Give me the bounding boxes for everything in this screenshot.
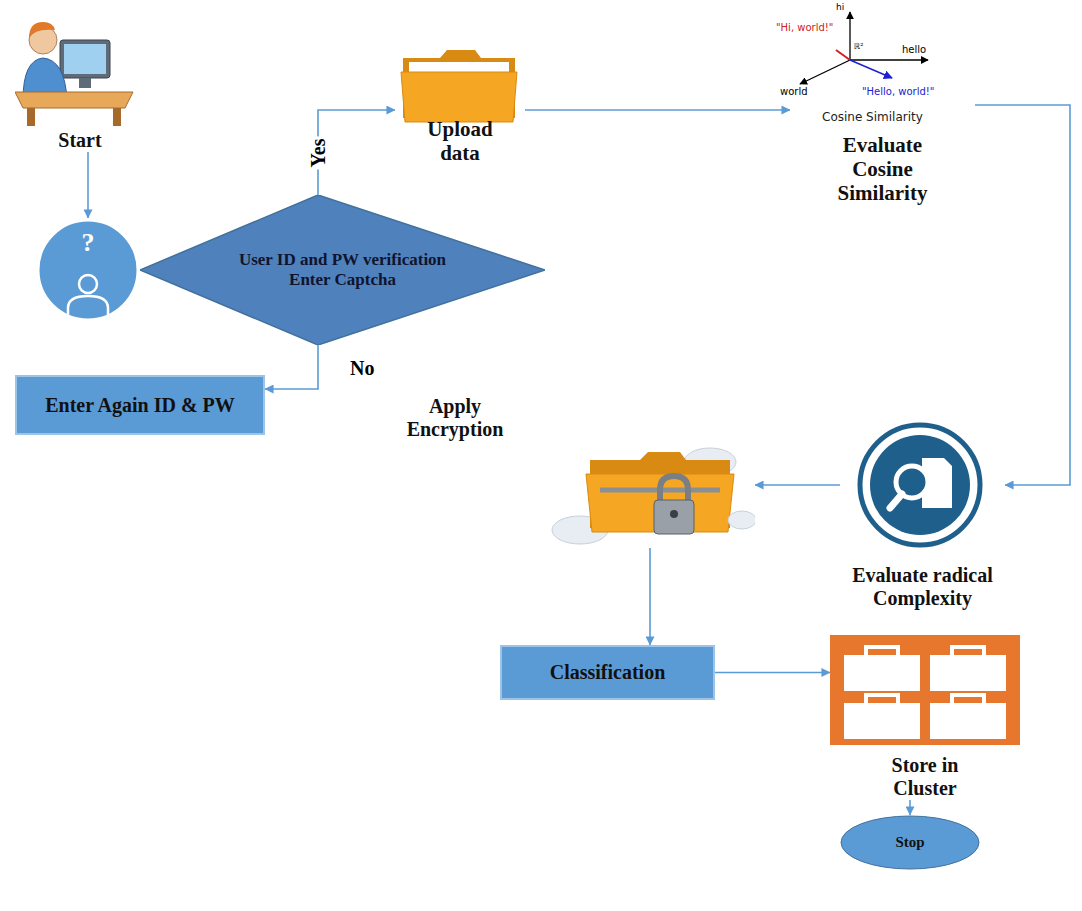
node-text: Upload data <box>420 117 500 165</box>
encrypted-folder-icon <box>395 395 755 548</box>
vector-label: Cosine Similarity <box>822 110 923 124</box>
decision-diamond: User ID and PW verification Enter Captch… <box>140 195 545 345</box>
vector-label: hello <box>902 44 926 55</box>
node-text: Evaluate Cosine Similarity <box>828 133 938 205</box>
vector-label: ℝ² <box>854 42 864 51</box>
node-text: Stop <box>850 834 970 851</box>
vector-label: hi <box>836 2 844 12</box>
flow-arrow <box>975 105 1070 485</box>
node-text: Store in Cluster <box>880 754 970 800</box>
process-box: Classification <box>500 645 715 700</box>
flow-arrow <box>909 800 911 815</box>
flow-arrow <box>318 110 395 195</box>
vector-label: world <box>780 86 808 97</box>
encryption-step: Apply Encryption <box>395 395 755 548</box>
flow-arrow <box>87 152 89 218</box>
radical-step: Evaluate radical Complexity <box>840 420 1005 610</box>
vector-label: "Hello, world!" <box>862 86 934 97</box>
stop-terminal: Stop <box>840 815 980 870</box>
node-text: Apply Encryption <box>395 395 515 441</box>
flow-arrow <box>755 484 840 486</box>
vector-label: "Hi, world!" <box>776 22 833 33</box>
flow-arrow <box>525 109 790 111</box>
cosine-step: Evaluate Cosine Similarity <box>790 5 975 205</box>
node-text: ? <box>68 228 108 258</box>
node-text: User ID and PW verification Enter Captch… <box>218 250 468 289</box>
process-box: Enter Again ID & PW <box>15 375 265 435</box>
flow-arrow <box>715 672 830 674</box>
node-text: Evaluate radical Complexity <box>840 564 1005 610</box>
node-text: Enter Again ID & PW <box>25 394 255 417</box>
user-check-circle: ? <box>36 218 140 322</box>
flow-arrow <box>265 345 318 389</box>
start-terminal: Start <box>15 0 145 152</box>
node-text: Classification <box>508 661 708 684</box>
cluster-store: Store in Cluster <box>830 635 1020 800</box>
flow-arrow <box>649 548 651 645</box>
edge-label: No <box>348 357 376 379</box>
edge-label: Yes <box>307 136 329 169</box>
upload-step: Upload data <box>395 40 525 165</box>
node-text: Start <box>20 129 140 152</box>
